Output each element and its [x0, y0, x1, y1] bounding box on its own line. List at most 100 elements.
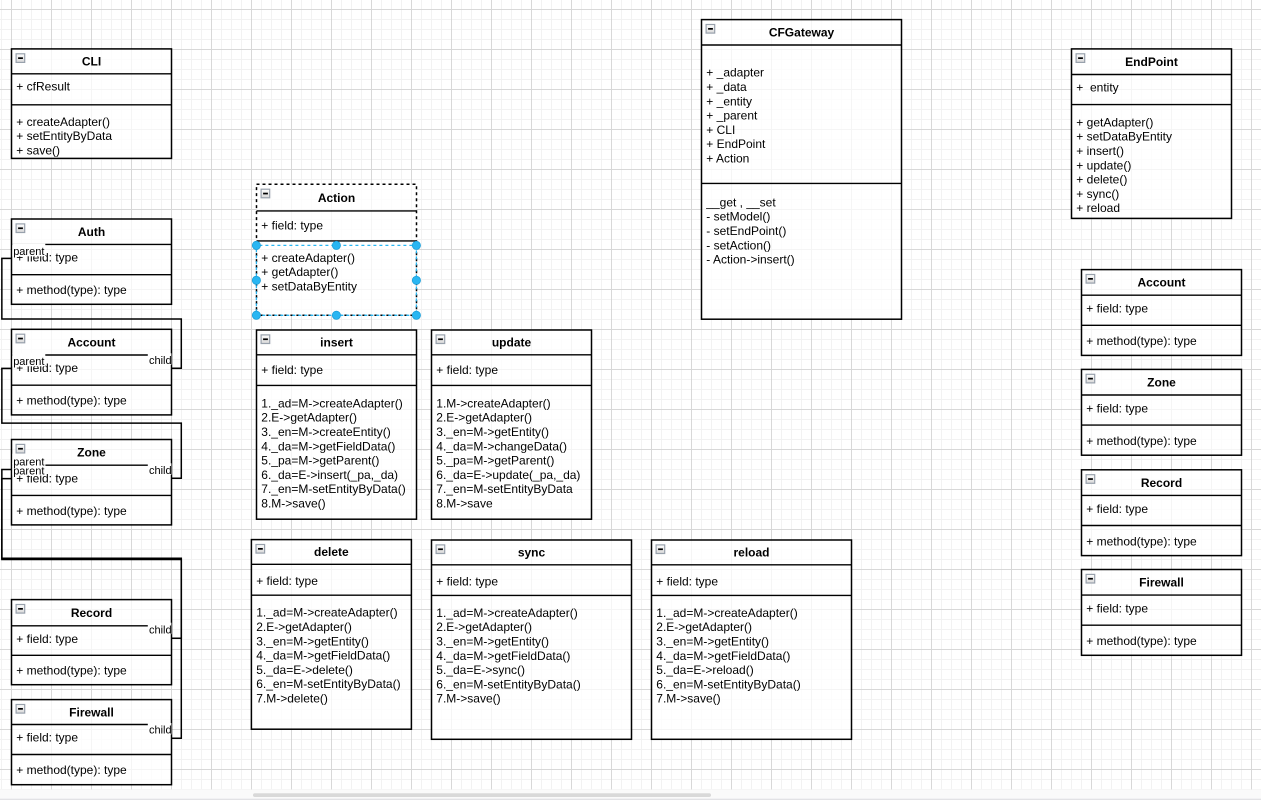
svg-text:+ method(type): type: + method(type): type: [16, 504, 127, 518]
svg-text:2.E->getAdapter(): 2.E->getAdapter(): [436, 620, 532, 634]
svg-text:3._en=M->getEntity(): 3._en=M->getEntity(): [436, 635, 549, 649]
svg-text:+ getAdapter(): + getAdapter(): [1076, 115, 1153, 129]
svg-text:4._da=M->getFieldData(): 4._da=M->getFieldData(): [256, 649, 390, 663]
svg-text:insert: insert: [320, 336, 353, 350]
svg-text:+ Action: + Action: [706, 152, 749, 166]
svg-text:4._da=M->getFieldData(): 4._da=M->getFieldData(): [436, 649, 570, 663]
svg-text:__get , __set: __get , __set: [705, 195, 776, 209]
svg-text:child: child: [149, 624, 172, 636]
svg-text:+ cfResult: + cfResult: [16, 80, 70, 94]
svg-text:+ method(type): type: + method(type): type: [16, 664, 127, 678]
svg-text:1._ad=M->createAdapter(): 1._ad=M->createAdapter(): [436, 606, 577, 620]
svg-text:Zone: Zone: [1147, 376, 1176, 390]
svg-text:child: child: [149, 355, 172, 367]
svg-text:EndPoint: EndPoint: [1125, 55, 1178, 69]
svg-text:child: child: [149, 465, 172, 477]
svg-text:+ reload: + reload: [1076, 201, 1120, 215]
svg-text:+ setDataByEntity: + setDataByEntity: [261, 280, 357, 294]
svg-text:Action: Action: [318, 191, 355, 205]
svg-text:6._en=M-setEntityByData(): 6._en=M-setEntityByData(): [436, 677, 580, 691]
svg-text:parent: parent: [13, 456, 44, 468]
svg-text:4._da=M->getFieldData(): 4._da=M->getFieldData(): [261, 439, 395, 453]
svg-text:+ field: type: + field: type: [16, 632, 78, 646]
svg-text:1._ad=M->createAdapter(): 1._ad=M->createAdapter(): [656, 606, 797, 620]
svg-text:parent: parent: [13, 466, 44, 478]
svg-text:CFGateway: CFGateway: [769, 26, 835, 40]
svg-text:Firewall: Firewall: [69, 705, 114, 719]
svg-text:6._en=M-setEntityByData(): 6._en=M-setEntityByData(): [656, 677, 800, 691]
svg-text:+ setDataByEntity: + setDataByEntity: [1076, 130, 1172, 144]
svg-text:Record: Record: [1141, 476, 1182, 490]
svg-text:5._pa=M->getParent(): 5._pa=M->getParent(): [436, 454, 554, 468]
svg-text:+ sync(): + sync(): [1076, 187, 1119, 201]
svg-text:+ insert(): + insert(): [1076, 144, 1124, 158]
svg-text:+ field: type: + field: type: [436, 363, 498, 377]
svg-text:Account: Account: [1138, 276, 1186, 290]
svg-text:+ _parent: + _parent: [706, 109, 758, 123]
svg-text:- setModel(): - setModel(): [706, 210, 770, 224]
svg-text:+ field: type: + field: type: [261, 363, 323, 377]
svg-text:5._da=E->sync(): 5._da=E->sync(): [436, 663, 525, 677]
svg-text:7.M->save(): 7.M->save(): [656, 692, 720, 706]
svg-text:+ createAdapter(): + createAdapter(): [261, 251, 355, 265]
svg-text:sync: sync: [518, 546, 546, 560]
svg-text:7.M->save(): 7.M->save(): [436, 692, 500, 706]
svg-text:delete: delete: [314, 545, 349, 559]
svg-text:7.M->delete(): 7.M->delete(): [256, 692, 328, 706]
svg-text:+ EndPoint: + EndPoint: [706, 137, 766, 151]
svg-text:+ method(type): type: + method(type): type: [1086, 334, 1197, 348]
svg-text:3._en=M->getEntity(): 3._en=M->getEntity(): [656, 635, 769, 649]
svg-text:+ save(): + save(): [16, 143, 60, 157]
svg-text:+ delete(): + delete(): [1076, 173, 1127, 187]
svg-text:Record: Record: [71, 606, 112, 620]
svg-text:+ field: type: + field: type: [16, 731, 78, 745]
svg-text:+ field: type: + field: type: [656, 574, 718, 588]
svg-text:1.M->createAdapter(): 1.M->createAdapter(): [436, 396, 550, 410]
svg-text:+ method(type): type: + method(type): type: [1086, 434, 1197, 448]
svg-text:+ field: type: + field: type: [1086, 602, 1148, 616]
svg-text:child: child: [149, 725, 172, 737]
svg-text:+ field: type: + field: type: [256, 574, 318, 588]
svg-text:8.M->save: 8.M->save: [436, 497, 493, 511]
svg-text:4._da=M->changeData(): 4._da=M->changeData(): [436, 439, 567, 453]
svg-text:5._da=E->reload(): 5._da=E->reload(): [656, 663, 753, 677]
svg-text:2.E->getAdapter(): 2.E->getAdapter(): [436, 411, 532, 425]
svg-text:1._ad=M->createAdapter(): 1._ad=M->createAdapter(): [261, 396, 402, 410]
svg-text:+ _entity: + _entity: [706, 94, 752, 108]
svg-text:1._ad=M->createAdapter(): 1._ad=M->createAdapter(): [256, 606, 397, 620]
svg-text:- setAction(): - setAction(): [706, 238, 771, 252]
svg-text:+ method(type): type: + method(type): type: [1086, 534, 1197, 548]
svg-text:3._en=M->createEntity(): 3._en=M->createEntity(): [261, 425, 390, 439]
svg-text:+ field: type: + field: type: [436, 574, 498, 588]
svg-text:+ field: type: + field: type: [1086, 302, 1148, 316]
svg-text:+ _adapter: + _adapter: [706, 66, 764, 80]
svg-text:7._en=M-setEntityByData: 7._en=M-setEntityByData: [436, 482, 573, 496]
svg-text:+ update(): + update(): [1076, 158, 1131, 172]
svg-text:+ field: type: + field: type: [1086, 502, 1148, 516]
svg-text:6._da=E->insert(_pa,_da): 6._da=E->insert(_pa,_da): [261, 468, 398, 482]
svg-text:- Action->insert(): - Action->insert(): [706, 253, 794, 267]
svg-text:2.E->getAdapter(): 2.E->getAdapter(): [656, 620, 752, 634]
svg-text:5._pa=M->getParent(): 5._pa=M->getParent(): [261, 454, 379, 468]
svg-text:7._en=M-setEntityByData(): 7._en=M-setEntityByData(): [261, 482, 405, 496]
svg-text:- setEndPoint(): - setEndPoint(): [706, 224, 786, 238]
svg-text:+ CLI: + CLI: [706, 123, 735, 137]
svg-text:CLI: CLI: [82, 55, 101, 69]
svg-text:+ createAdapter(): + createAdapter(): [16, 115, 110, 129]
svg-text:parent: parent: [13, 356, 44, 368]
svg-text:+ method(type): type: + method(type): type: [16, 394, 127, 408]
svg-text:+ field: type: + field: type: [1086, 401, 1148, 415]
svg-text:+ entity: + entity: [1076, 81, 1118, 95]
svg-text:2.E->getAdapter(): 2.E->getAdapter(): [261, 411, 357, 425]
svg-text:Account: Account: [68, 335, 116, 349]
svg-text:parent: parent: [13, 246, 44, 258]
svg-text:3._en=M->getEntity(): 3._en=M->getEntity(): [256, 634, 369, 648]
svg-text:4._da=M->getFieldData(): 4._da=M->getFieldData(): [656, 649, 790, 663]
svg-text:8.M->save(): 8.M->save(): [261, 497, 325, 511]
svg-text:+ field: type: + field: type: [261, 218, 323, 232]
svg-text:Auth: Auth: [78, 225, 105, 239]
svg-text:+ setEntityByData: + setEntityByData: [16, 129, 112, 143]
svg-text:+ getAdapter(): + getAdapter(): [261, 265, 338, 279]
svg-text:update: update: [492, 336, 532, 350]
svg-text:5._da=E->delete(): 5._da=E->delete(): [256, 663, 353, 677]
